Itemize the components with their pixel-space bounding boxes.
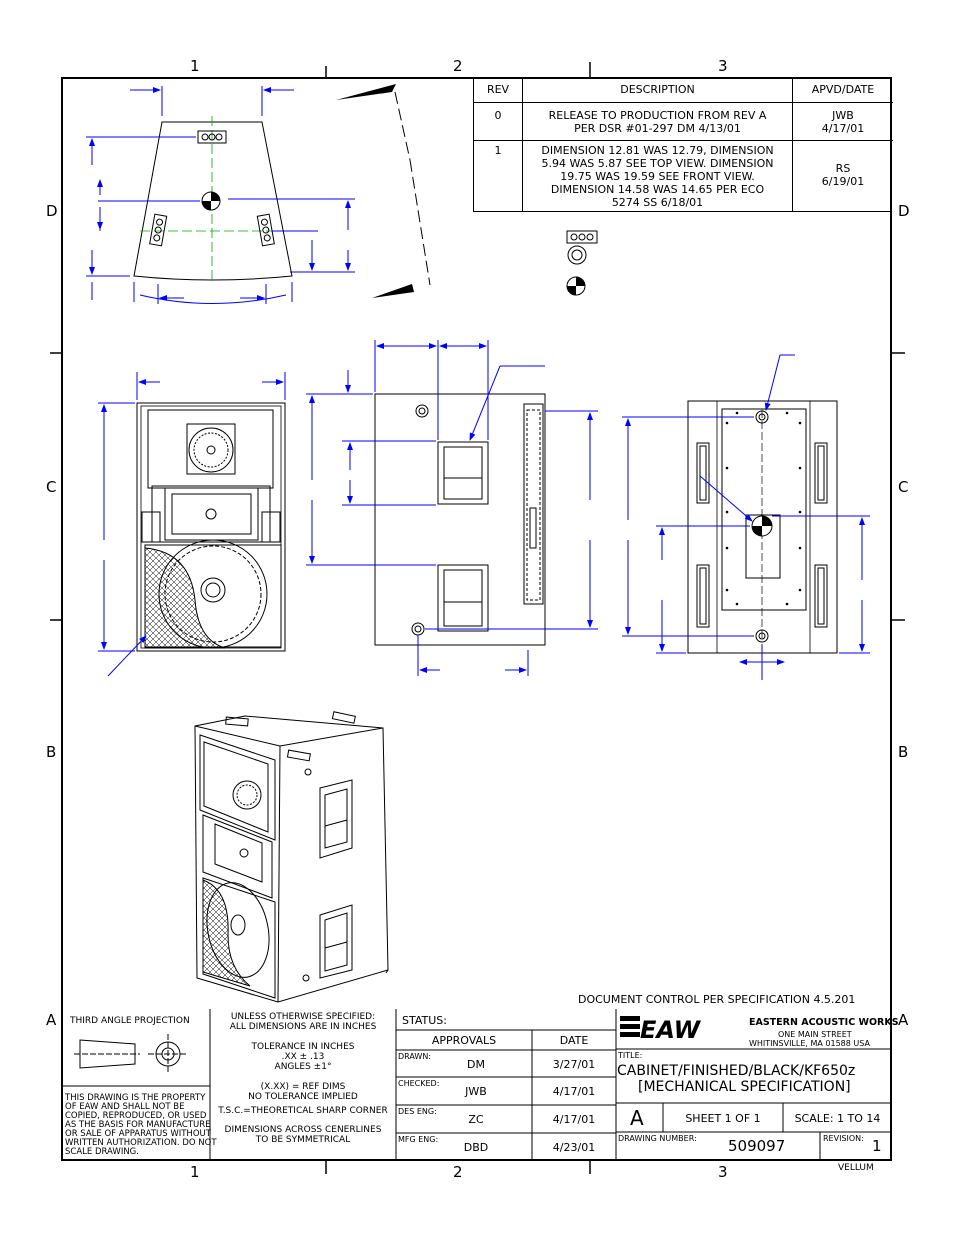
drawing-border	[61, 77, 892, 1161]
zone-right-b: B	[898, 743, 909, 761]
des-eng-name: ZC	[468, 1113, 484, 1126]
mfg-eng-label: MFG ENG:	[398, 1135, 439, 1144]
drawn-label: DRAWN:	[398, 1052, 432, 1061]
document-control-note: DOCUMENT CONTROL PER SPECIFICATION 4.5.2…	[578, 993, 856, 1006]
zone-left-b: B	[46, 743, 57, 761]
drawing-subtitle: [MECHANICAL SPECIFICATION]	[638, 1079, 851, 1095]
rev-0-desc-line: RELEASE TO PRODUCTION FROM REV A	[548, 109, 767, 122]
property-notice-line: OF EAW AND SHALL NOT BE	[65, 1102, 185, 1112]
drawing-number-label: DRAWING NUMBER:	[618, 1134, 697, 1143]
rear-view	[622, 354, 870, 680]
drawing-title: CABINET/FINISHED/BLACK/KF650z	[617, 1063, 856, 1079]
vellum-label: VELLUM	[838, 1163, 874, 1173]
company-city: WHITINSVILLE, MA 01588 USA	[749, 1039, 870, 1048]
company-name: EASTERN ACOUSTIC WORKS	[749, 1017, 899, 1028]
zone-top-1: 1	[190, 57, 200, 75]
zone-bottom-2: 2	[453, 1163, 463, 1181]
property-notice-line: SCALE DRAWING.	[65, 1147, 139, 1157]
isometric-view	[194, 711, 389, 1003]
apvd-header: APVD/DATE	[811, 83, 875, 96]
eaw-logo-text: EAW	[640, 1016, 702, 1044]
property-notice-line: AS THE BASIS FOR MANUFACTURE	[65, 1120, 211, 1130]
property-notice-line: OR SALE OF APPARATUS WITHOUT	[65, 1129, 211, 1139]
zone-right-d: D	[898, 202, 910, 220]
revision-table: REV DESCRIPTION APVD/DATE 0 RELEASE TO P…	[473, 78, 893, 212]
rev-1-date: 6/19/01	[821, 175, 865, 188]
mfg-eng-date: 4/23/01	[552, 1141, 596, 1154]
checked-date: 4/17/01	[552, 1085, 596, 1098]
rev-1-desc-line: DIMENSION 12.81 WAS 12.79, DIMENSION	[541, 144, 774, 157]
revision-number: 1	[872, 1137, 882, 1155]
rev-0: 0	[494, 109, 502, 122]
property-notice-line: COPIED, REPRODUCED, OR USED	[65, 1111, 207, 1121]
side-view	[306, 340, 598, 676]
title-block-lines	[61, 1009, 892, 1161]
rev-1-desc-line: 19.75 WAS 19.59 SEE FRONT VIEW.	[560, 170, 755, 183]
revision-label: REVISION:	[823, 1134, 864, 1143]
zone-top-2: 2	[453, 57, 463, 75]
notes-units: ALL DIMENSIONS ARE IN INCHES	[229, 1022, 377, 1032]
company-address: ONE MAIN STREET	[778, 1030, 852, 1039]
approvals-header: APPROVALS	[431, 1034, 497, 1047]
des-eng-label: DES ENG:	[398, 1107, 437, 1116]
notes-tolerance-value: .XX ± .13	[281, 1052, 325, 1062]
front-view	[98, 372, 286, 677]
notes-unless: UNLESS OTHERWISE SPECIFIED:	[230, 1012, 376, 1022]
zone-ticks	[50, 62, 905, 1174]
property-notice-line: WRITTEN AUTHORIZATION. DO NOT	[65, 1138, 217, 1148]
sheet-number: SHEET 1 OF 1	[685, 1112, 761, 1125]
rev-1: 1	[494, 144, 502, 157]
zone-right-a: A	[898, 1011, 909, 1029]
zone-bottom-1: 1	[190, 1163, 200, 1181]
zone-left-c: C	[46, 478, 57, 496]
zone-right-c: C	[898, 478, 909, 496]
property-notice-line: THIS DRAWING IS THE PROPERTY	[65, 1093, 206, 1103]
zone-top-3: 3	[718, 57, 728, 75]
checked-label: CHECKED:	[398, 1079, 440, 1088]
drawing-scale: SCALE: 1 TO 14	[794, 1112, 881, 1125]
notes-symmetry: DIMENSIONS ACROSS CENERLINES	[224, 1125, 382, 1135]
top-view	[86, 84, 431, 304]
zone-left-d: D	[46, 202, 58, 220]
rev-1-desc-line: 5.94 WAS 5.87 SEE TOP VIEW. DIMENSION	[541, 157, 774, 170]
rev-1-apvd: RS	[835, 162, 851, 175]
drawing-number: 509097	[728, 1137, 786, 1155]
checked-name: JWB	[465, 1085, 487, 1098]
eaw-logo: EAW	[620, 1016, 702, 1044]
notes-symmetry-2: TO BE SYMMETRICAL	[255, 1135, 351, 1145]
legend-symbols	[566, 230, 598, 296]
date-header: DATE	[559, 1034, 589, 1047]
description-header: DESCRIPTION	[620, 83, 695, 96]
rev-1-desc-line: 5274 SS 6/18/01	[611, 196, 704, 209]
general-notes: UNLESS OTHERWISE SPECIFIED: ALL DIMENSIO…	[210, 1012, 396, 1145]
title-label: TITLE:	[618, 1051, 643, 1060]
notes-no-tolerance: NO TOLERANCE IMPLIED	[248, 1092, 358, 1102]
zone-bottom-3: 3	[718, 1163, 728, 1181]
rev-0-apvd: JWB	[832, 109, 854, 122]
projection-label: THIRD ANGLE PROJECTION	[70, 1016, 190, 1026]
status-label: STATUS:	[402, 1014, 447, 1027]
notes-tsc: T.S.C.=THEORETICAL SHARP CORNER	[218, 1106, 388, 1116]
drawn-date: 3/27/01	[552, 1058, 596, 1071]
notes-tolerance: TOLERANCE IN INCHES	[251, 1042, 355, 1052]
drawn-name: DM	[467, 1058, 485, 1071]
mfg-eng-name: DBD	[463, 1141, 489, 1154]
notes-ref-dims: (X.XX) = REF DIMS	[260, 1082, 346, 1092]
des-eng-date: 4/17/01	[552, 1113, 596, 1126]
rev-1-desc-line: DIMENSION 14.58 WAS 14.65 PER ECO	[550, 183, 765, 196]
rev-0-date: 4/17/01	[821, 122, 865, 135]
rev-header: REV	[486, 83, 510, 96]
zone-left-a: A	[46, 1011, 57, 1029]
drawing-size: A	[630, 1106, 644, 1130]
rev-0-desc-line: PER DSR #01-297 DM 4/13/01	[574, 122, 741, 135]
notes-angles: ANGLES ±1°	[274, 1062, 332, 1072]
projection-symbol	[74, 1034, 188, 1074]
